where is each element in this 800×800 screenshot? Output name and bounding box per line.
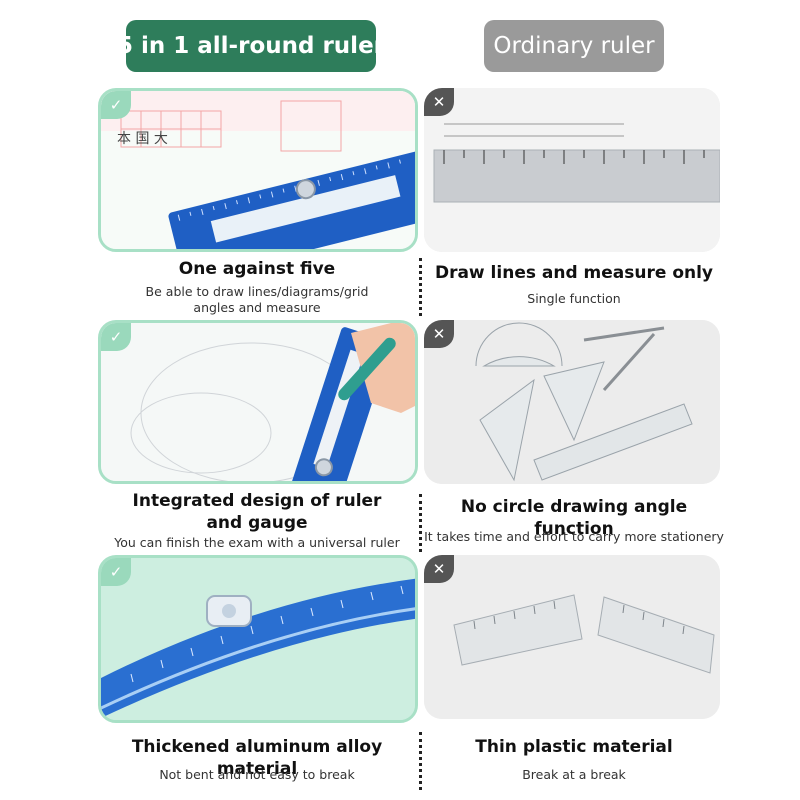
ordinary-title-row3: Thin plastic material	[475, 737, 673, 757]
cross-icon: ✕	[424, 88, 454, 116]
ruler-gauge-illustration	[101, 323, 415, 481]
feature-subtitle-row3: Not bent and not easy to break	[159, 767, 355, 782]
panel-ordinary-row1: ✕	[424, 88, 720, 252]
ruler-grid-illustration: 本 国 大	[101, 91, 415, 249]
divider-row-3	[419, 732, 422, 790]
header-ordinary-ruler: Ordinary ruler	[484, 20, 664, 72]
plain-ruler-illustration	[424, 88, 720, 252]
ordinary-title-row2: No circle drawing angle function	[460, 497, 688, 539]
ordinary-subtitle-row1: Single function	[527, 291, 621, 306]
check-icon: ✓	[101, 91, 131, 119]
ordinary-title-row1: Draw lines and measure only	[434, 263, 714, 283]
title-line: and gauge	[206, 513, 308, 533]
feature-subtitle-row1: Be able to draw lines/diagrams/grid angl…	[92, 284, 422, 316]
header-5in1-ruler: 5 in 1 all-round ruler	[117, 20, 385, 72]
panel-5in1-row3: ✓	[98, 555, 418, 723]
stationery-set-illustration	[424, 320, 720, 484]
panel-ordinary-row3: ✕	[424, 555, 720, 719]
feature-title-row1: One against five	[178, 259, 336, 279]
broken-plastic-ruler-illustration	[424, 555, 720, 719]
panel-ordinary-row2: ✕	[424, 320, 720, 484]
cross-icon: ✕	[424, 555, 454, 583]
grid-characters: 本 国 大	[117, 131, 168, 147]
feature-title-row3: Thickened aluminum alloy material	[131, 737, 383, 779]
panel-5in1-row2: ✓	[98, 320, 418, 484]
divider-row-2	[419, 494, 422, 552]
feature-title-row2: Integrated design of ruler and gauge	[92, 490, 422, 534]
cross-icon: ✕	[424, 320, 454, 348]
subtitle-line: angles and measure	[193, 300, 321, 315]
subtitle-line: Be able to draw lines/diagrams/grid	[145, 284, 369, 299]
divider-row-1	[419, 258, 422, 316]
check-icon: ✓	[101, 558, 131, 586]
check-icon: ✓	[101, 323, 131, 351]
title-line: Integrated design of ruler	[132, 491, 382, 511]
ordinary-subtitle-row3: Break at a break	[522, 767, 626, 782]
feature-subtitle-row2: You can finish the exam with a universal…	[114, 535, 400, 550]
panel-5in1-row1: ✓ 本 国 大	[98, 88, 418, 252]
aluminum-ruler-illustration	[101, 558, 415, 720]
ordinary-subtitle-row2: It takes time and effort to carry more s…	[424, 529, 724, 544]
